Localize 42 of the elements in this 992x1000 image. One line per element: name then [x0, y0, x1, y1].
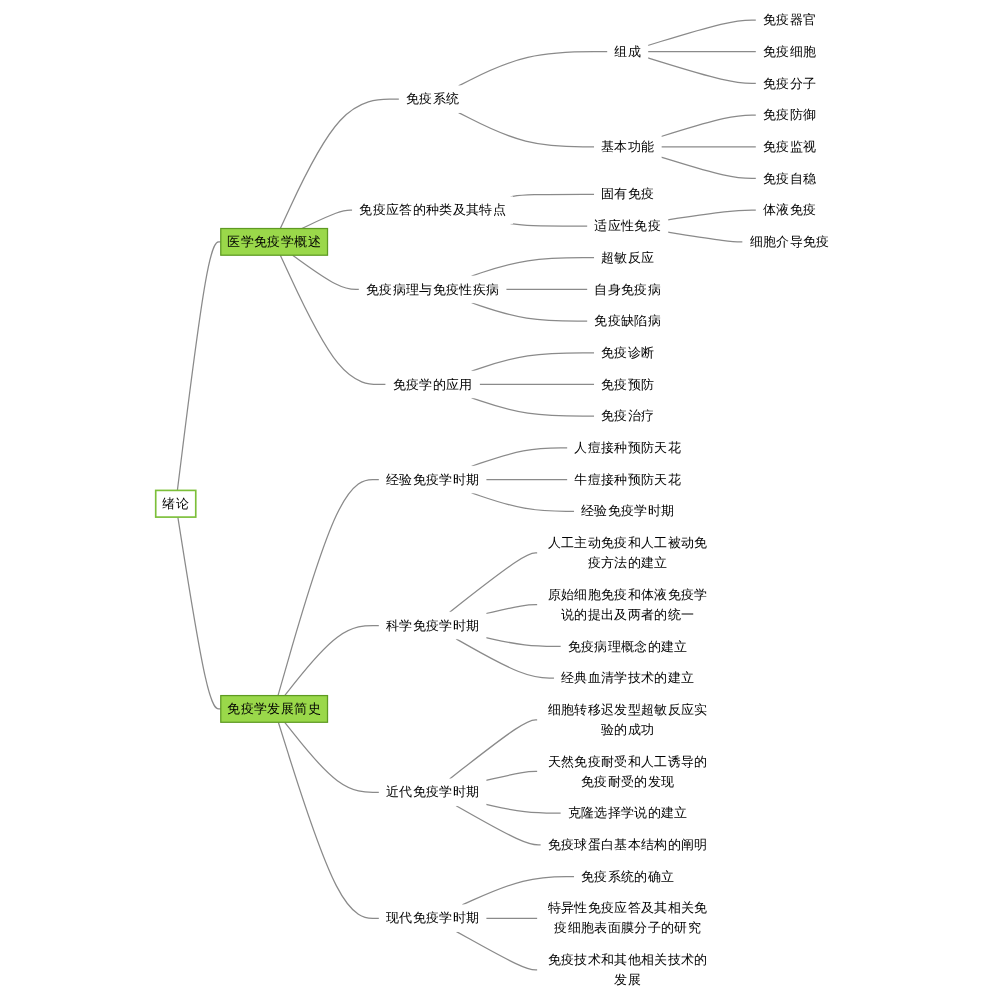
connector [485, 636, 562, 647]
connector [667, 209, 757, 221]
connector [509, 193, 596, 198]
connector [470, 352, 596, 372]
connector [470, 397, 596, 417]
connector [461, 875, 576, 906]
connector [301, 209, 354, 230]
connector [647, 51, 757, 53]
connector [455, 805, 542, 846]
connector [449, 719, 539, 780]
connector [455, 931, 539, 971]
connector [177, 516, 222, 710]
connector [470, 257, 596, 277]
connector [292, 254, 360, 291]
connector [284, 721, 380, 793]
connector [470, 492, 576, 512]
connector [470, 447, 569, 467]
connector [485, 803, 562, 814]
connector [279, 254, 387, 386]
connector [485, 478, 569, 481]
connector [284, 624, 380, 697]
connector [660, 156, 757, 180]
connector [509, 222, 589, 227]
connector [485, 604, 539, 615]
connector [277, 721, 380, 919]
connector [457, 111, 596, 148]
connector [470, 302, 589, 322]
connector [647, 19, 757, 47]
connector [660, 146, 757, 148]
connector [667, 231, 744, 243]
connector [455, 638, 555, 679]
connector [176, 241, 222, 492]
connector [485, 770, 539, 781]
connector [478, 383, 596, 386]
connector [505, 288, 589, 291]
connector [457, 51, 609, 87]
connector [277, 478, 380, 697]
connector [660, 114, 757, 138]
connector [647, 57, 757, 85]
connector [485, 917, 539, 919]
connector [279, 98, 400, 230]
connector [449, 552, 539, 613]
